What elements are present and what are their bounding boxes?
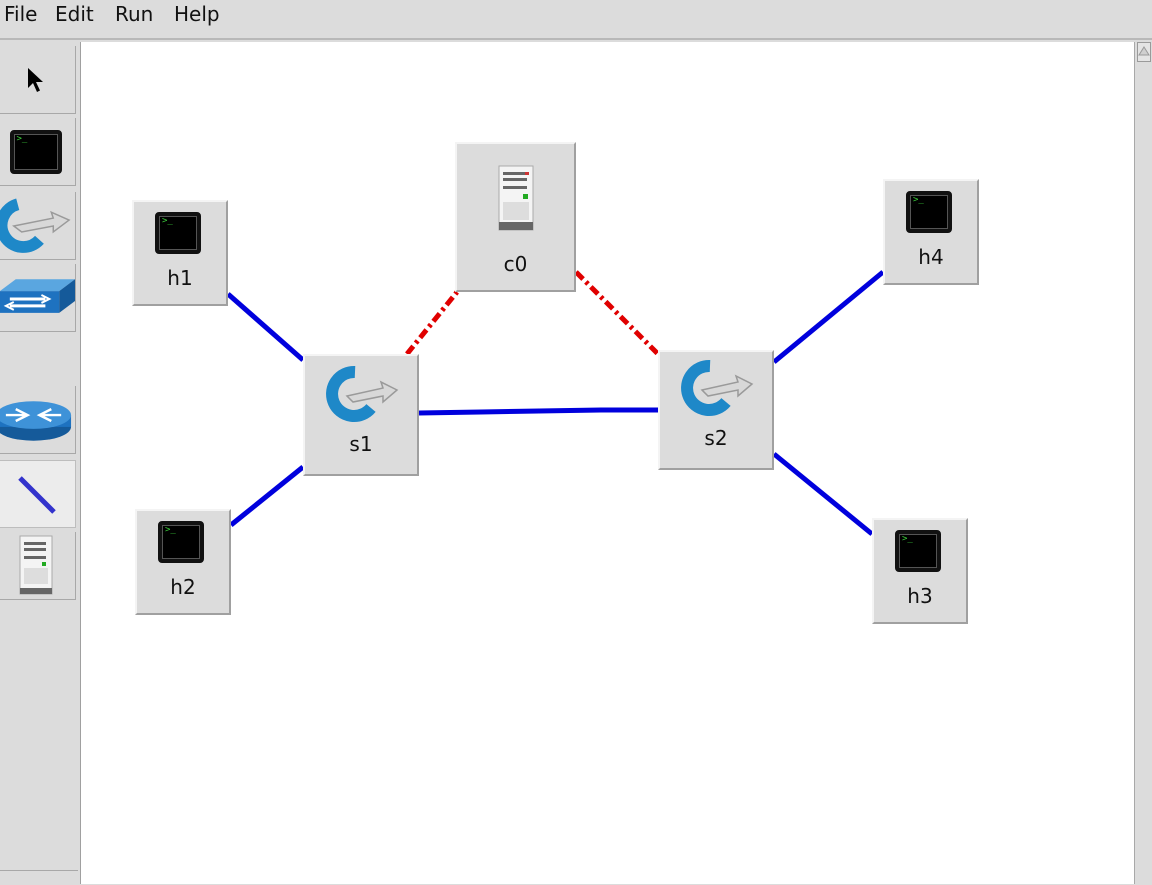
- node-label: c0: [503, 252, 528, 276]
- links-layer: [226, 270, 885, 536]
- pointer-arrow-icon: [27, 67, 43, 92]
- host-tool-button[interactable]: >_: [0, 118, 76, 186]
- terminal-icon: >_: [895, 530, 941, 572]
- link-line-icon: [18, 476, 56, 514]
- link-s1-c0[interactable]: [405, 290, 459, 356]
- toolbar: >_: [0, 42, 80, 884]
- switch-node-s1[interactable]: s1: [303, 354, 419, 476]
- topology-canvas[interactable]: >_ h1 >_ h2 c0 s1: [80, 42, 1134, 884]
- host-node-h4[interactable]: >_ h4: [883, 179, 979, 285]
- switch-tool-button[interactable]: [0, 192, 76, 260]
- router-icon: [0, 400, 72, 441]
- terminal-icon: >_: [155, 212, 201, 254]
- server-icon: [498, 165, 534, 231]
- legacy-switch-tool-button[interactable]: [0, 264, 76, 332]
- node-label: s1: [349, 432, 373, 456]
- scroll-up-button[interactable]: [1136, 42, 1152, 64]
- node-label: h2: [170, 575, 196, 599]
- menu-help[interactable]: Help: [174, 2, 220, 26]
- controller-tool-button[interactable]: [0, 532, 76, 600]
- router-tool-button[interactable]: [0, 386, 76, 454]
- link-tool-button[interactable]: [0, 460, 76, 528]
- link-s1-s2[interactable]: [418, 407, 658, 416]
- link-h2-s1[interactable]: [229, 465, 305, 527]
- terminal-icon: >_: [9, 129, 62, 174]
- switch-icon: [326, 366, 399, 422]
- terminal-icon: >_: [906, 191, 952, 233]
- switch-node-s2[interactable]: s2: [658, 350, 774, 470]
- host-node-h3[interactable]: >_ h3: [872, 518, 968, 624]
- node-label: h4: [918, 245, 944, 269]
- vertical-scrollbar[interactable]: [1134, 42, 1152, 884]
- link-s2-h3[interactable]: [772, 452, 874, 536]
- menu-edit[interactable]: Edit: [55, 2, 94, 26]
- scroll-up-arrow-icon: [1137, 42, 1151, 62]
- host-node-h2[interactable]: >_ h2: [135, 509, 231, 615]
- link-s2-h4[interactable]: [772, 270, 885, 364]
- node-label: h3: [907, 584, 933, 608]
- controller-node-c0[interactable]: c0: [455, 142, 576, 292]
- menu-bar: File Edit Run Help: [0, 0, 1152, 40]
- link-h1-s1[interactable]: [226, 292, 305, 362]
- select-tool-button[interactable]: [0, 46, 76, 114]
- menu-run[interactable]: Run: [115, 2, 154, 26]
- node-label: s2: [704, 426, 728, 450]
- server-icon: [19, 535, 52, 594]
- menu-file[interactable]: File: [4, 2, 38, 26]
- host-node-h1[interactable]: >_ h1: [132, 200, 228, 306]
- switch-icon: [0, 198, 71, 253]
- switch-icon: [681, 360, 754, 416]
- toolbar-divider: [0, 870, 78, 885]
- link-s2-c0[interactable]: [574, 270, 660, 356]
- legacy-switch-icon: [0, 278, 75, 313]
- node-label: h1: [167, 266, 193, 290]
- terminal-icon: >_: [158, 521, 204, 563]
